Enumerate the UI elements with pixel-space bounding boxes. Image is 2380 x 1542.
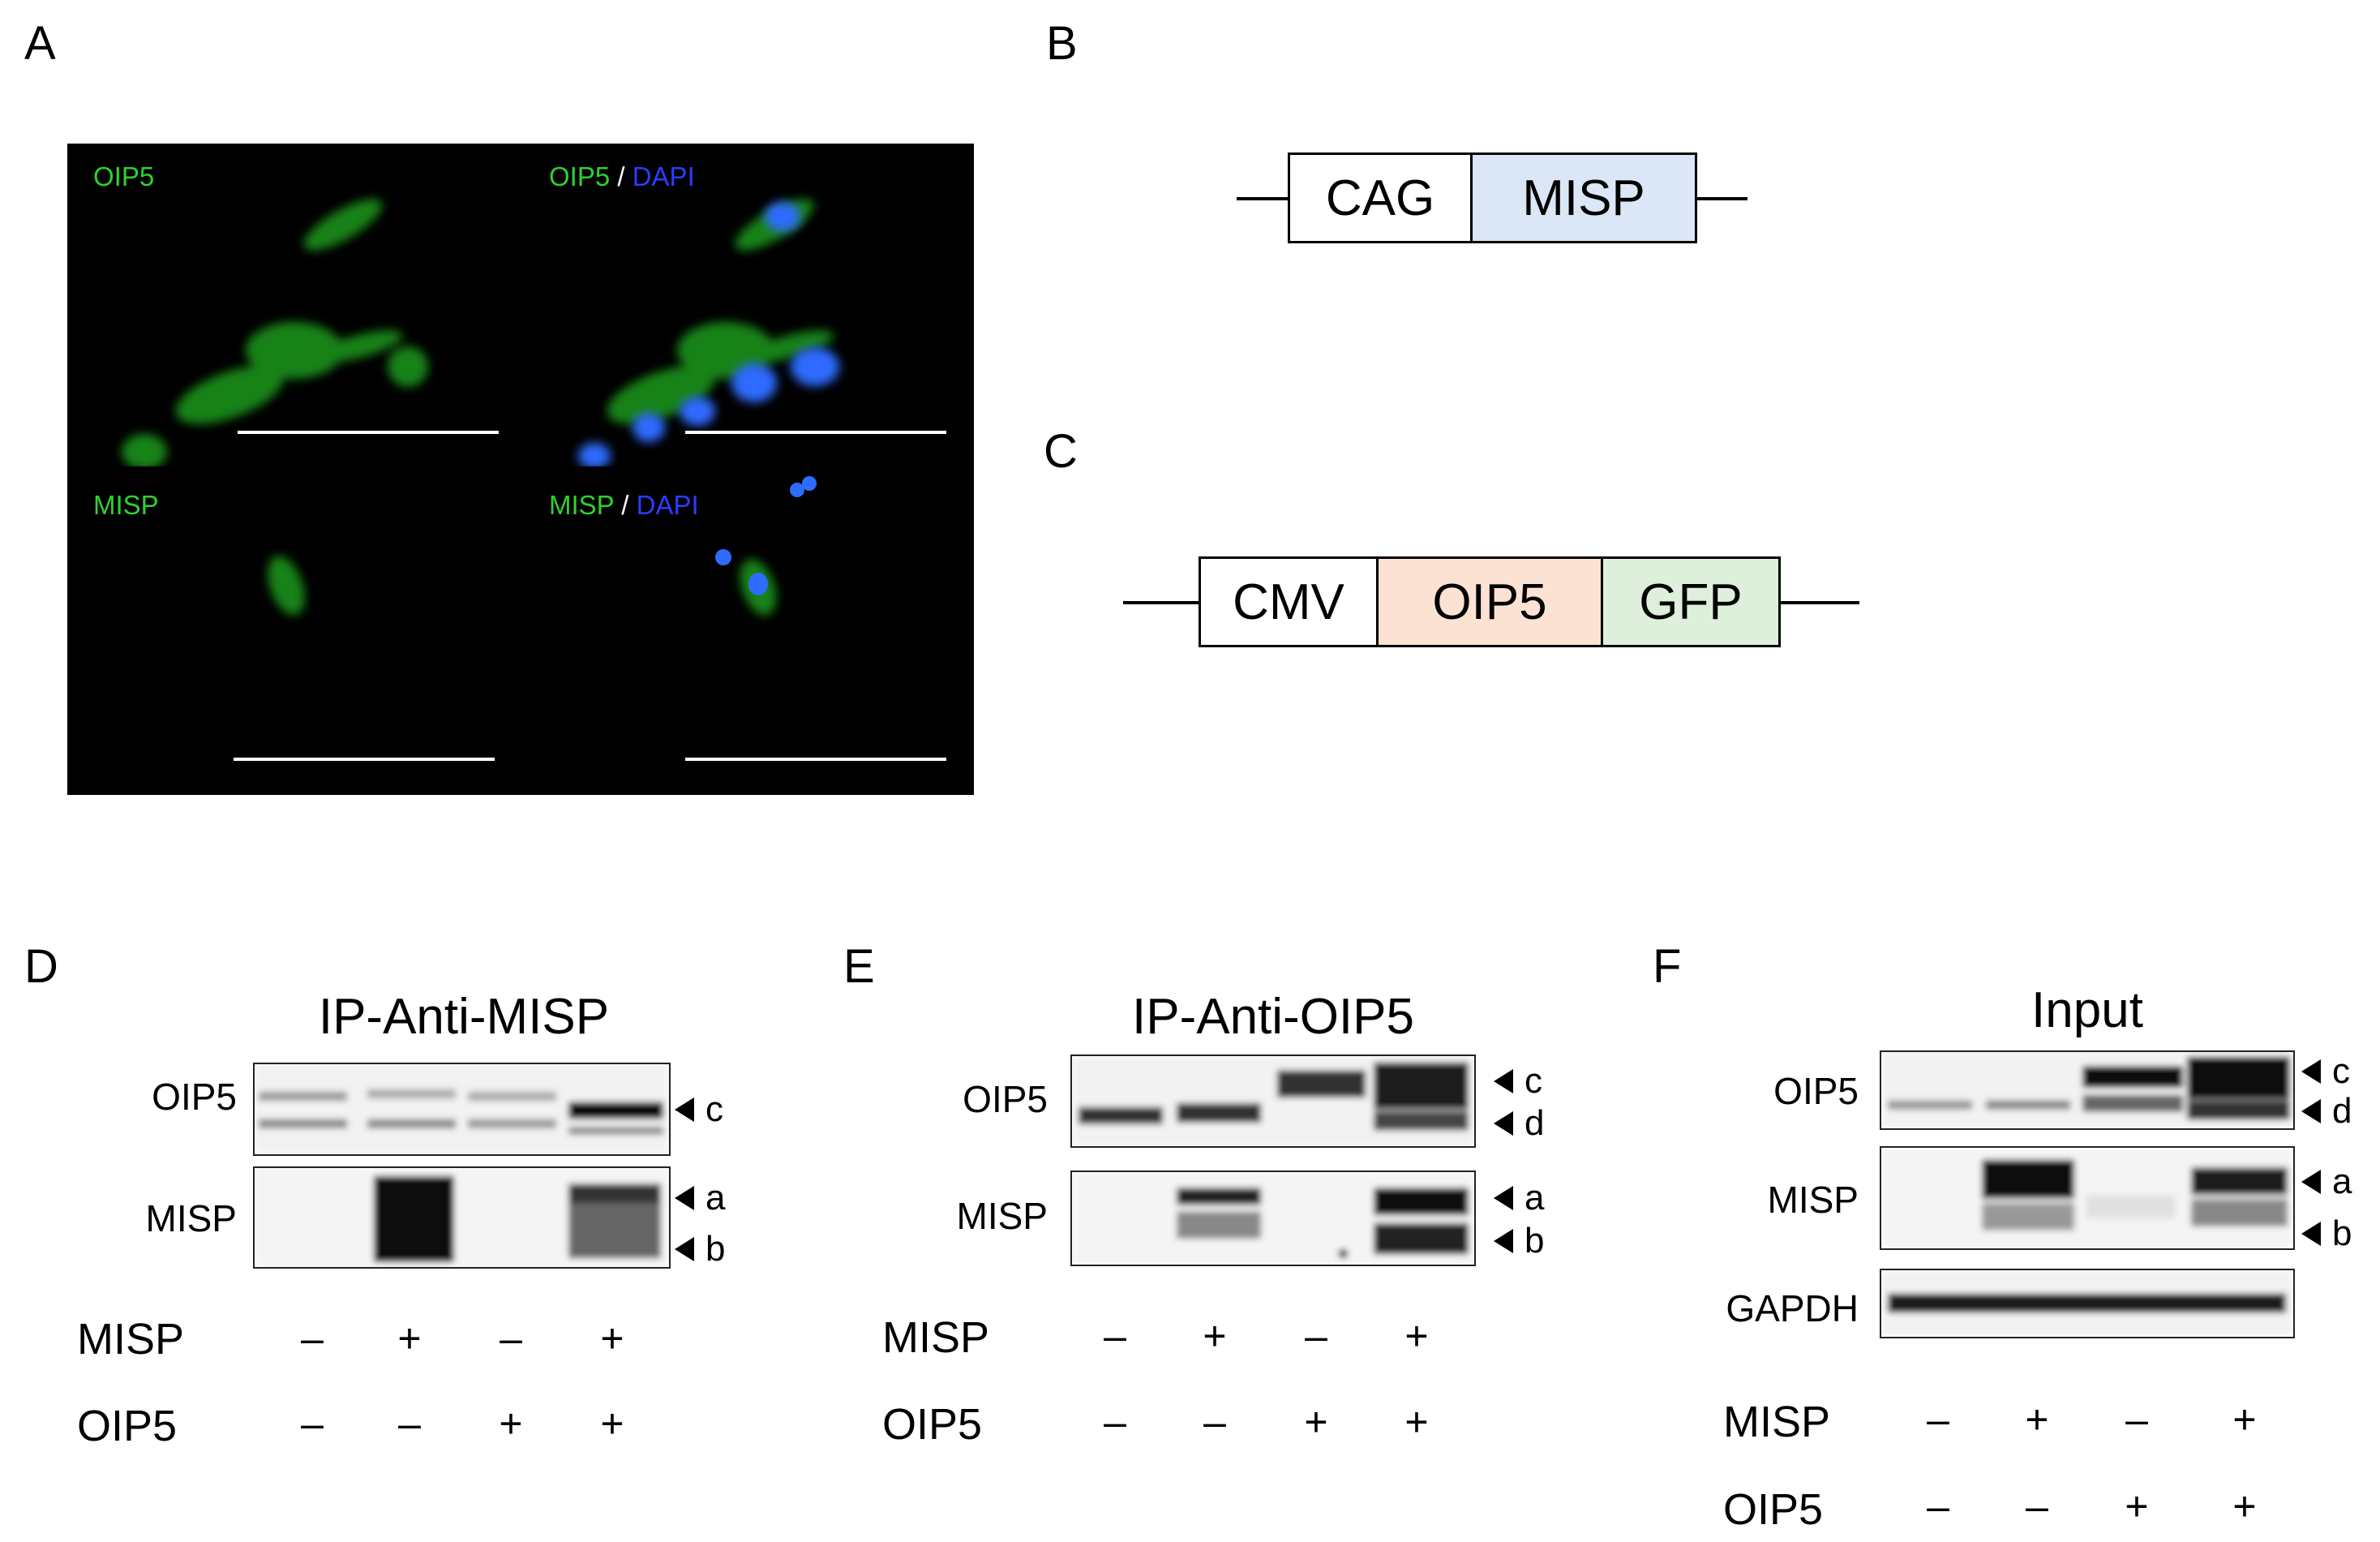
oip5-sign-lane-4: + — [600, 1401, 624, 1446]
oip5-dapi-channel-label: OIP5 / DAPI — [549, 161, 695, 191]
band-marker-a: a — [2301, 1162, 2352, 1202]
scale-bar — [234, 758, 495, 761]
western-blot-oip5 — [1880, 1050, 2295, 1130]
misp-sign-lane-1: – — [1104, 1313, 1126, 1359]
misp-sign-lane-2: + — [2025, 1397, 2049, 1442]
panel-a-letter: A — [24, 17, 56, 70]
panel-b-letter: B — [1046, 17, 1078, 70]
micrograph-misp: MISP — [67, 472, 518, 795]
micrograph-oip5-dapi: OIP5 / DAPI — [523, 144, 974, 466]
western-blot-misp — [1070, 1170, 1476, 1266]
gfp-tag-box: GFP — [1601, 556, 1781, 647]
misp-sign-lane-3: – — [1305, 1313, 1327, 1359]
condition-label-misp: MISP — [1723, 1398, 1831, 1446]
scale-bar — [685, 431, 946, 434]
condition-label-misp: MISP — [77, 1315, 185, 1364]
fluorescence-micrograph-grid: OIP5 OIP5 / DAPI — [67, 144, 974, 795]
band-marker-b: b — [2301, 1213, 2352, 1254]
panel-f-letter: F — [1653, 940, 1682, 993]
blot-row-label-oip5: OIP5 — [963, 1078, 1048, 1120]
panel-d-letter: D — [24, 940, 58, 993]
band-marker-c: c — [2301, 1051, 2350, 1092]
oip5-sign-lane-4: + — [1404, 1399, 1429, 1445]
panel-d-title: IP-Anti-MISP — [318, 989, 610, 1045]
band-marker-a: a — [1494, 1178, 1544, 1218]
oip5-sign-lane-1: – — [1104, 1399, 1126, 1445]
scale-bar — [238, 431, 499, 434]
blot-row-label-misp: MISP — [145, 1197, 237, 1239]
condition-label-oip5: OIP5 — [77, 1402, 178, 1450]
oip5-sign-lane-3: + — [2125, 1484, 2149, 1529]
misp-sign-lane-3: – — [500, 1316, 522, 1361]
panel-e-letter: E — [843, 940, 875, 993]
band-marker-b: b — [675, 1229, 725, 1269]
blot-row-label-oip5: OIP5 — [152, 1076, 237, 1118]
misp-sign-lane-2: + — [1203, 1313, 1227, 1359]
oip5-sign-lane-2: – — [2026, 1484, 2048, 1529]
cmv-promoter-box: CMV — [1199, 556, 1379, 647]
oip5-gene-box: OIP5 — [1376, 556, 1603, 647]
band-marker-c: c — [1494, 1061, 1542, 1102]
misp-sign-lane-4: + — [2232, 1397, 2257, 1442]
oip5-sign-lane-1: – — [301, 1401, 324, 1446]
misp-channel-label: MISP — [93, 490, 159, 520]
blot-row-label-misp: MISP — [1767, 1179, 1859, 1221]
oip5-sign-lane-4: + — [2232, 1484, 2257, 1529]
oip5-sign-lane-2: – — [398, 1401, 421, 1446]
micrograph-misp-dapi: MISP / DAPI — [523, 472, 974, 795]
micrograph-oip5: OIP5 — [67, 144, 518, 466]
band-marker-d: d — [2301, 1091, 2352, 1132]
band-marker-b: b — [1494, 1221, 1544, 1261]
band-marker-a: a — [675, 1178, 725, 1218]
misp-gene-box: MISP — [1470, 152, 1697, 243]
scale-bar — [685, 758, 946, 761]
misp-dapi-channel-label: MISP / DAPI — [549, 490, 699, 520]
condition-label-misp: MISP — [882, 1313, 990, 1362]
misp-sign-lane-1: – — [1927, 1397, 1949, 1442]
condition-label-oip5: OIP5 — [1723, 1485, 1824, 1534]
misp-dapi-cells — [715, 476, 817, 616]
western-blot-oip5 — [253, 1063, 671, 1156]
western-blot-oip5 — [1070, 1054, 1476, 1148]
band-marker-c: c — [675, 1089, 723, 1130]
oip5-sign-lane-3: + — [499, 1401, 523, 1446]
panel-f-title: Input — [2031, 982, 2143, 1038]
misp-cells — [268, 556, 305, 616]
oip5-cells — [122, 199, 428, 466]
oip5-dapi-cells — [578, 199, 839, 466]
oip5-sign-lane-2: – — [1203, 1399, 1226, 1445]
panel-e-title: IP-Anti-OIP5 — [1132, 989, 1414, 1045]
western-blot-gapdh — [1880, 1269, 2295, 1338]
oip5-sign-lane-1: – — [1927, 1484, 1949, 1529]
western-blot-misp — [253, 1166, 671, 1269]
blot-row-label-misp: MISP — [956, 1195, 1048, 1237]
misp-sign-lane-3: – — [2125, 1397, 2148, 1442]
oip5-sign-lane-3: + — [1304, 1399, 1328, 1445]
misp-sign-lane-4: + — [1404, 1313, 1429, 1359]
blot-row-label-oip5: OIP5 — [1773, 1070, 1859, 1112]
misp-sign-lane-4: + — [600, 1316, 624, 1361]
misp-sign-lane-1: – — [301, 1316, 324, 1361]
oip5-channel-label: OIP5 — [93, 161, 155, 191]
blot-row-label-gapdh: GAPDH — [1726, 1287, 1859, 1329]
western-blot-misp — [1880, 1146, 2295, 1250]
band-marker-d: d — [1494, 1103, 1544, 1144]
condition-label-oip5: OIP5 — [882, 1400, 983, 1449]
panel-c-letter: C — [1044, 425, 1078, 478]
cag-promoter-box: CAG — [1288, 152, 1473, 243]
misp-sign-lane-2: + — [397, 1316, 422, 1361]
